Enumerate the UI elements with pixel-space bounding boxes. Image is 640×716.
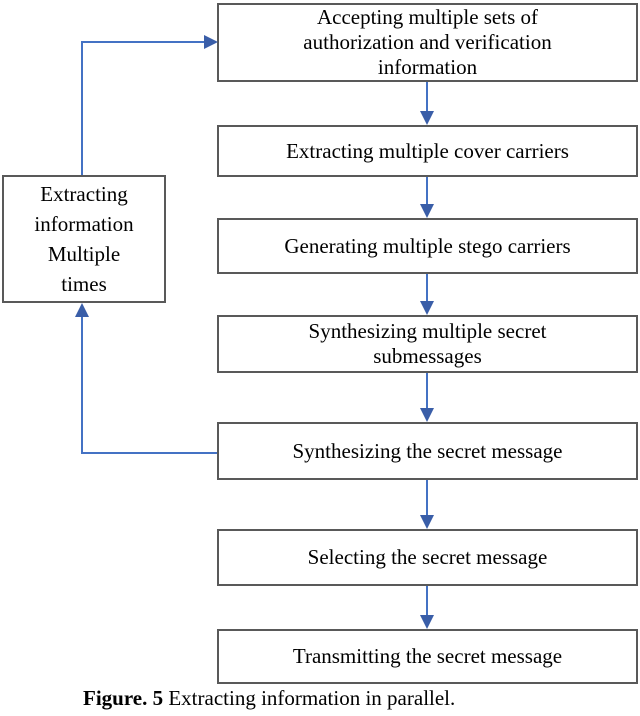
arrow-generate-to-submessages-head-icon [420, 301, 434, 315]
figure-caption: Figure. 5 Extracting information in para… [83, 684, 455, 712]
flow-box-extract-multiple-times: Extracting information Multiple times [2, 175, 166, 303]
flow-box-transmit-message: Transmitting the secret message [217, 629, 638, 684]
flow-box-line: Extracting [40, 182, 128, 206]
flow-box-line: Extracting multiple cover carriers [286, 138, 569, 163]
feedback-up-segment [81, 316, 83, 454]
arrow-extract-to-generate-head-icon [420, 204, 434, 218]
arrow-message-to-select-head-icon [420, 515, 434, 529]
arrow-select-to-transmit-head-icon [420, 615, 434, 629]
flow-box-line: Selecting the secret message [307, 545, 548, 569]
flow-box-select-message: Selecting the secret message [217, 529, 638, 586]
flow-box-accept-info: Accepting multiple sets of authorization… [217, 3, 638, 82]
arrow-extract-to-generate-stem [426, 177, 428, 205]
flow-box-line: information [377, 55, 478, 79]
flow-box-line: Multiple [47, 242, 121, 266]
arrow-accept-to-extract-head-icon [420, 111, 434, 125]
flow-box-line: authorization and verification [303, 30, 552, 54]
arrow-generate-to-submessages-stem [426, 274, 428, 302]
flow-box-extract-cover-carriers: Extracting multiple cover carriers [217, 125, 638, 177]
arrow-submessages-to-message-head-icon [420, 408, 434, 422]
flow-box-line: Transmitting the secret message [292, 644, 563, 668]
feedback-up-head-icon [75, 303, 89, 317]
flow-box-line: information [34, 212, 134, 236]
feedback-rise-segment [81, 41, 83, 175]
figure-caption-text: Extracting information in parallel. [163, 686, 456, 710]
flow-box-generate-stego: Generating multiple stego carriers [217, 218, 638, 274]
arrow-message-to-select-stem [426, 480, 428, 516]
arrow-accept-to-extract-stem [426, 82, 428, 112]
feedback-right-head-icon [204, 35, 218, 49]
feedback-left-segment [82, 452, 217, 454]
flow-box-line: Synthesizing multiple secret [308, 319, 547, 343]
flow-box-synthesize-submessages: Synthesizing multiple secret submessages [217, 315, 638, 373]
feedback-right-segment [81, 41, 205, 43]
arrow-submessages-to-message-stem [426, 373, 428, 408]
flow-box-line: Synthesizing the secret message [292, 438, 563, 463]
arrow-select-to-transmit-stem [426, 586, 428, 616]
figure-caption-label: Figure. 5 [83, 686, 164, 710]
flow-box-line: Accepting multiple sets of [316, 5, 539, 29]
flow-box-line: Generating multiple stego carriers [284, 233, 571, 258]
flow-box-line: times [61, 272, 107, 296]
flow-box-synthesize-message: Synthesizing the secret message [217, 422, 638, 480]
flow-box-line: submessages [373, 344, 482, 368]
